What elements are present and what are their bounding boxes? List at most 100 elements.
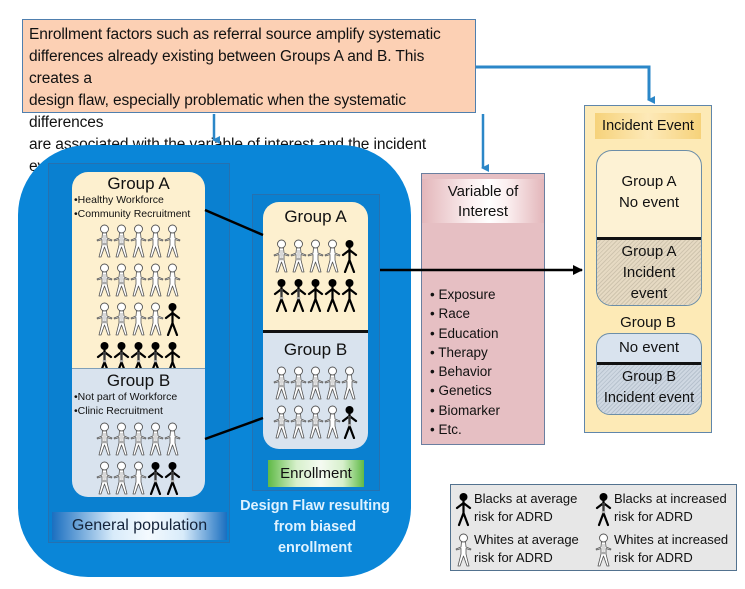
- incident-event-title: Incident Event: [595, 113, 701, 139]
- variable-item: Education: [430, 324, 500, 343]
- black-average-figure-icon: [307, 278, 324, 317]
- legend-label: Whites at increased risk for ADRD: [614, 531, 728, 567]
- text-line: Blacks at average: [474, 491, 578, 506]
- white-increased-figure-icon: [273, 366, 290, 405]
- black-average-figure-icon: [164, 341, 181, 380]
- white-average-figure-icon: [324, 239, 341, 278]
- group-b-title: Group B: [106, 371, 171, 390]
- arrow-note-to-incident: [476, 65, 655, 104]
- figure-grid: [263, 366, 368, 444]
- black-increased-figure-icon: [147, 341, 164, 380]
- general-population-card: Group A •Healthy Workforce •Community Re…: [72, 172, 205, 497]
- incident-group-b-title: Group B: [620, 314, 676, 331]
- white-increased-figure-icon: [290, 366, 307, 405]
- variable-item: Etc.: [430, 420, 500, 439]
- bullet-item: •Not part of Workforce: [74, 391, 178, 403]
- general-group-a: Group A •Healthy Workforce •Community Re…: [72, 172, 205, 376]
- text-line: event: [630, 285, 668, 302]
- group-divider: [597, 362, 701, 365]
- white-increased-figure-icon: [130, 422, 147, 461]
- group-b-title: Group B: [283, 340, 348, 359]
- legend-item-white-average: Whites at average risk for ADRD: [455, 530, 595, 570]
- group-b-bullets: •Not part of Workforce •Clinic Recruitme…: [72, 391, 205, 418]
- white-average-figure-icon: [307, 239, 324, 278]
- white-average-figure-icon: [130, 461, 147, 497]
- white-average-figure-icon: [147, 302, 164, 341]
- enrolled-group-b: Group B: [263, 333, 368, 449]
- enrollment-label: Enrollment: [268, 460, 364, 487]
- design-flaw-caption: Design Flaw resulting from biased enroll…: [230, 496, 400, 559]
- variable-of-interest-title: Variable of Interest: [422, 179, 544, 223]
- figure-grid: [263, 239, 368, 317]
- white-average-figure-icon: [130, 224, 147, 263]
- white-average-figure-icon: [130, 263, 147, 302]
- enrollment-card: Group A Group B: [263, 202, 368, 449]
- black-average-figure-icon: [341, 239, 358, 278]
- legend-item-black-average: Blacks at average risk for ADRD: [455, 489, 595, 529]
- incident-group-a: Group A No event Group A Incident event: [596, 150, 702, 306]
- text-line: Group A: [621, 173, 677, 190]
- black-average-figure-icon: [324, 278, 341, 317]
- white-increased-figure-icon: [273, 405, 290, 444]
- general-group-b: Group B •Not part of Workforce •Clinic R…: [72, 368, 205, 497]
- note-line: design flaw, especially problematic when…: [29, 92, 407, 131]
- note-line: Enrollment factors such as referral sour…: [29, 26, 441, 43]
- legend-item-white-increased: Whites at increased risk for ADRD: [595, 530, 735, 570]
- text-line: Group B: [622, 369, 676, 385]
- white-increased-figure-icon: [113, 422, 130, 461]
- white-increased-figure-icon: [113, 224, 130, 263]
- white-increased-figure-icon: [113, 302, 130, 341]
- white-increased-figure-icon: [96, 263, 113, 302]
- white-average-figure-icon: [130, 302, 147, 341]
- group-a-title: Group A: [284, 207, 347, 226]
- black-increased-figure-icon: [130, 341, 147, 380]
- white-increased-figure-icon: [96, 461, 113, 497]
- bullet-item: •Community Recruitment: [74, 207, 191, 220]
- white-increased-figure-icon: [96, 224, 113, 263]
- title-line: Variable of: [447, 183, 519, 200]
- group-divider: [263, 330, 368, 333]
- legend: Blacks at average risk for ADRD Blacks a…: [450, 484, 737, 571]
- white-increased-figure-icon: [307, 405, 324, 444]
- black-increased-figure-icon: [147, 461, 164, 497]
- white-average-figure-icon: [147, 224, 164, 263]
- bullet-item: •Healthy Workforce: [74, 194, 164, 206]
- black-increased-figure-icon: [164, 461, 181, 497]
- bullet-item: •Clinic Recruitment: [74, 404, 163, 417]
- top-explanation-note: Enrollment factors such as referral sour…: [22, 19, 476, 175]
- black-increased-figure-icon: [96, 341, 113, 380]
- variable-list: Exposure Race Education Therapy Behavior…: [430, 285, 500, 439]
- incident-group-b: No event Group B Incident event: [596, 333, 702, 415]
- white-average-figure-icon: [324, 405, 341, 444]
- black-increased-figure-icon: [341, 405, 358, 444]
- black-average-figure-icon: [341, 278, 358, 317]
- black-increased-figure-icon: [290, 278, 307, 317]
- text-line: risk for ADRD: [614, 550, 693, 565]
- variable-item: Therapy: [430, 343, 500, 362]
- white-average-figure-icon: [147, 263, 164, 302]
- text-line: Incident event: [603, 390, 695, 406]
- group-b-incident-event: Group B Incident event: [597, 365, 701, 414]
- legend-label: Blacks at increased risk for ADRD: [614, 490, 727, 526]
- group-a-title: Group A: [107, 174, 170, 193]
- group-b-no-event: No event: [618, 339, 680, 356]
- caption-line: enrollment: [277, 540, 353, 556]
- white-average-figure-icon: [164, 224, 181, 263]
- white-average-figure-icon: [164, 422, 181, 461]
- incident-event-box: Incident Event Group A No event Group A …: [584, 105, 712, 433]
- text-line: Whites at average: [474, 532, 579, 547]
- white-average-figure-icon: [164, 263, 181, 302]
- white-increased-figure-icon: [113, 263, 130, 302]
- variable-item: Race: [430, 304, 500, 323]
- text-line: No event: [618, 194, 680, 211]
- legend-label: Whites at average risk for ADRD: [474, 531, 579, 567]
- text-line: risk for ADRD: [474, 550, 553, 565]
- variable-item: Exposure: [430, 285, 500, 304]
- figure-grid: [72, 224, 205, 380]
- white-increased-figure-icon: [290, 239, 307, 278]
- title-line: Interest: [457, 203, 509, 220]
- legend-label: Blacks at average risk for ADRD: [474, 490, 577, 526]
- figure-grid: [72, 422, 205, 497]
- note-line: differences already existing between Gro…: [29, 48, 425, 87]
- white-average-figure-icon: [341, 366, 358, 405]
